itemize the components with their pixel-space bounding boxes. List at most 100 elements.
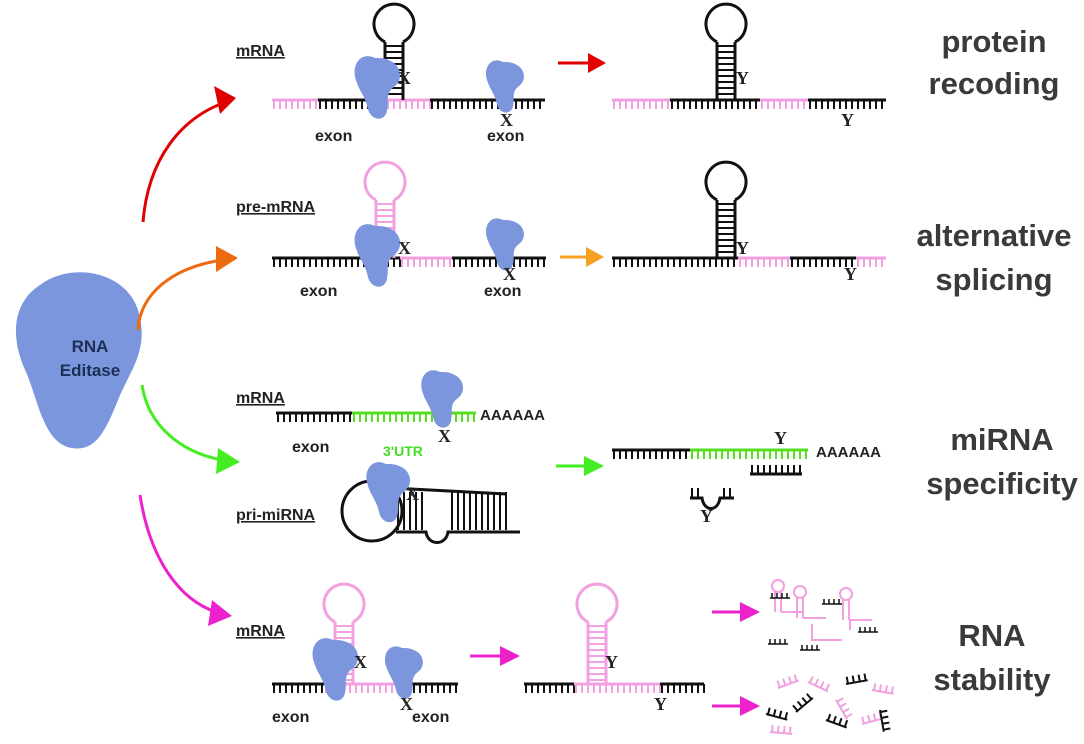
fragment-strand-8 <box>879 709 891 732</box>
enzyme-label-rna: RNA <box>72 337 109 356</box>
enzyme-label-editase: Editase <box>60 361 120 380</box>
arrowhead-splicing <box>216 246 238 272</box>
branch-arrow-recoding <box>141 100 227 223</box>
mirna-right-strand-utr-bases <box>691 450 807 459</box>
arrowhead-recoding <box>214 86 236 114</box>
title-splicing-line1: alternative <box>916 218 1071 253</box>
mirna-free-mirna <box>690 496 734 510</box>
fragment-short-black-2 <box>768 639 788 645</box>
splicing-right-hairpin-rungs <box>717 203 735 253</box>
title-splicing-line2: splicing <box>935 262 1052 297</box>
recoding-right-strand-exon-2 <box>808 98 886 109</box>
fragment-hairpin-loop-2 <box>839 587 853 601</box>
recoding-right-strand-pink-1-bases <box>613 100 669 109</box>
splicing-right-hairpin <box>704 160 748 258</box>
recoding-right-mrna <box>612 2 886 109</box>
splicing-left-premrna <box>272 160 546 287</box>
recoding-right-hairpin-loop <box>704 2 748 44</box>
splicing-rna-label: pre-mRNA <box>236 199 316 216</box>
fragment-strand-9 <box>769 725 793 735</box>
mirna-left-strand-utr-bases <box>353 413 475 422</box>
recoding-rna-label: mRNA <box>236 43 285 60</box>
splicing-left-strand-intron-bases <box>401 258 451 267</box>
fragment-strand-2 <box>845 673 868 685</box>
mirna-free-mirna-bases <box>691 488 731 498</box>
splicing-left-hairpin-loop <box>363 160 407 202</box>
recoding-left-strand-pink-1-bases <box>273 100 317 109</box>
title-recoding-line2: recoding <box>929 66 1060 101</box>
mirna-polya-2: AAAAAA <box>816 444 881 461</box>
splicing-exon-1: exon <box>300 283 337 300</box>
fragment-strand-0 <box>776 674 800 689</box>
mirna-utr-label: 3'UTR <box>383 443 423 459</box>
stability-x-2: X <box>400 694 413 714</box>
splicing-y-1: Y <box>736 238 749 258</box>
mirna-exon: exon <box>292 439 329 456</box>
stability-y-2: Y <box>654 694 667 714</box>
mirna-editase-2 <box>366 462 411 523</box>
title-mirna-line1: miRNA <box>950 422 1053 457</box>
title-recoding-line1: protein <box>941 24 1046 59</box>
branch-arrows <box>136 100 227 614</box>
recoding-right-strand-exon-1 <box>670 98 760 109</box>
stability-rna-label: mRNA <box>236 623 285 640</box>
stability-right-strand-exon-1 <box>524 682 575 693</box>
fragment-strand-4 <box>765 707 789 721</box>
recoding-left-hairpin-loop <box>372 2 416 44</box>
recoding-left-strand-pink-1 <box>272 98 318 109</box>
recoding-x-2: X <box>500 110 513 130</box>
recoding-left-strand-exon-2 <box>430 98 545 109</box>
recoding-left-strand-pink-2-bases <box>387 100 431 109</box>
stability-fragments-hairpins <box>768 579 878 651</box>
branch-arrow-splicing <box>136 258 223 331</box>
recoding-right-hairpin <box>704 2 748 100</box>
fragment-hairpin-stem-2 <box>842 600 872 621</box>
fragment-strand-7 <box>861 711 884 725</box>
mirna-y-1: Y <box>774 428 787 448</box>
fragment-hairpin-loop-0 <box>771 579 785 593</box>
stability-right-hairpin-rungs <box>588 625 606 681</box>
stability-right-strand-exon-2 <box>660 682 705 693</box>
recoding-y-2: Y <box>841 110 854 130</box>
splicing-x-2: X <box>503 264 516 284</box>
branch-arrow-stability <box>138 494 217 614</box>
stability-left-hairpin-loop <box>322 582 366 624</box>
splicing-x-1: X <box>398 238 411 258</box>
recoding-right-strand-pink-1 <box>612 98 670 109</box>
recoding-editase-2 <box>485 60 524 113</box>
fragment-strand-6 <box>825 713 849 729</box>
pri-mirna-bottom-strand <box>396 530 520 544</box>
stability-fragments-strands <box>765 673 894 735</box>
fragment-short-black-3 <box>800 645 820 651</box>
middle-arrowhead-recoding <box>588 53 606 73</box>
stability-left-strand-exon-2 <box>412 682 458 693</box>
stability-right-strand-pink-bases <box>575 684 661 693</box>
splicing-right-strand-pink-tail-bases <box>857 258 883 267</box>
fragment-strand-10 <box>835 697 853 720</box>
splicing-right-strand-exon-2 <box>790 256 856 267</box>
branch-arrowheads <box>208 86 240 626</box>
stability-editase-2 <box>384 646 423 699</box>
splicing-right-strand-exon-1 <box>612 256 738 267</box>
branch-arrow-mirna <box>140 384 223 462</box>
recoding-right-strand-exon-1-bases <box>671 100 757 109</box>
splicing-right-strand-exon-1-bases <box>613 258 735 267</box>
splicing-right-hairpin-loop <box>704 160 748 202</box>
fragment-short-black-4 <box>858 627 878 633</box>
recoding-right-hairpin-rungs <box>717 45 735 95</box>
pri-mirna-structure <box>340 462 520 544</box>
pri-mirna-label: pri-miRNA <box>236 507 316 524</box>
stability-left-strand-exon-1 <box>272 682 324 693</box>
recoding-exon-2: exon <box>487 128 524 145</box>
splicing-left-strand-intron <box>400 256 452 267</box>
middle-arrowhead-stability <box>500 646 520 666</box>
splicing-y-2: Y <box>844 264 857 284</box>
stability-right-strand-pink <box>574 682 661 693</box>
recoding-exon-1: exon <box>315 128 352 145</box>
arrowhead-stability <box>208 600 232 626</box>
stability-right-strand-exon-2-bases <box>661 684 705 693</box>
mirna-bound-mirna <box>750 465 802 476</box>
mirna-right-strand-exon <box>612 448 690 459</box>
recoding-right-strand-pink-2-bases <box>761 100 805 109</box>
fragment-hairpin-stem-0 <box>774 592 804 613</box>
